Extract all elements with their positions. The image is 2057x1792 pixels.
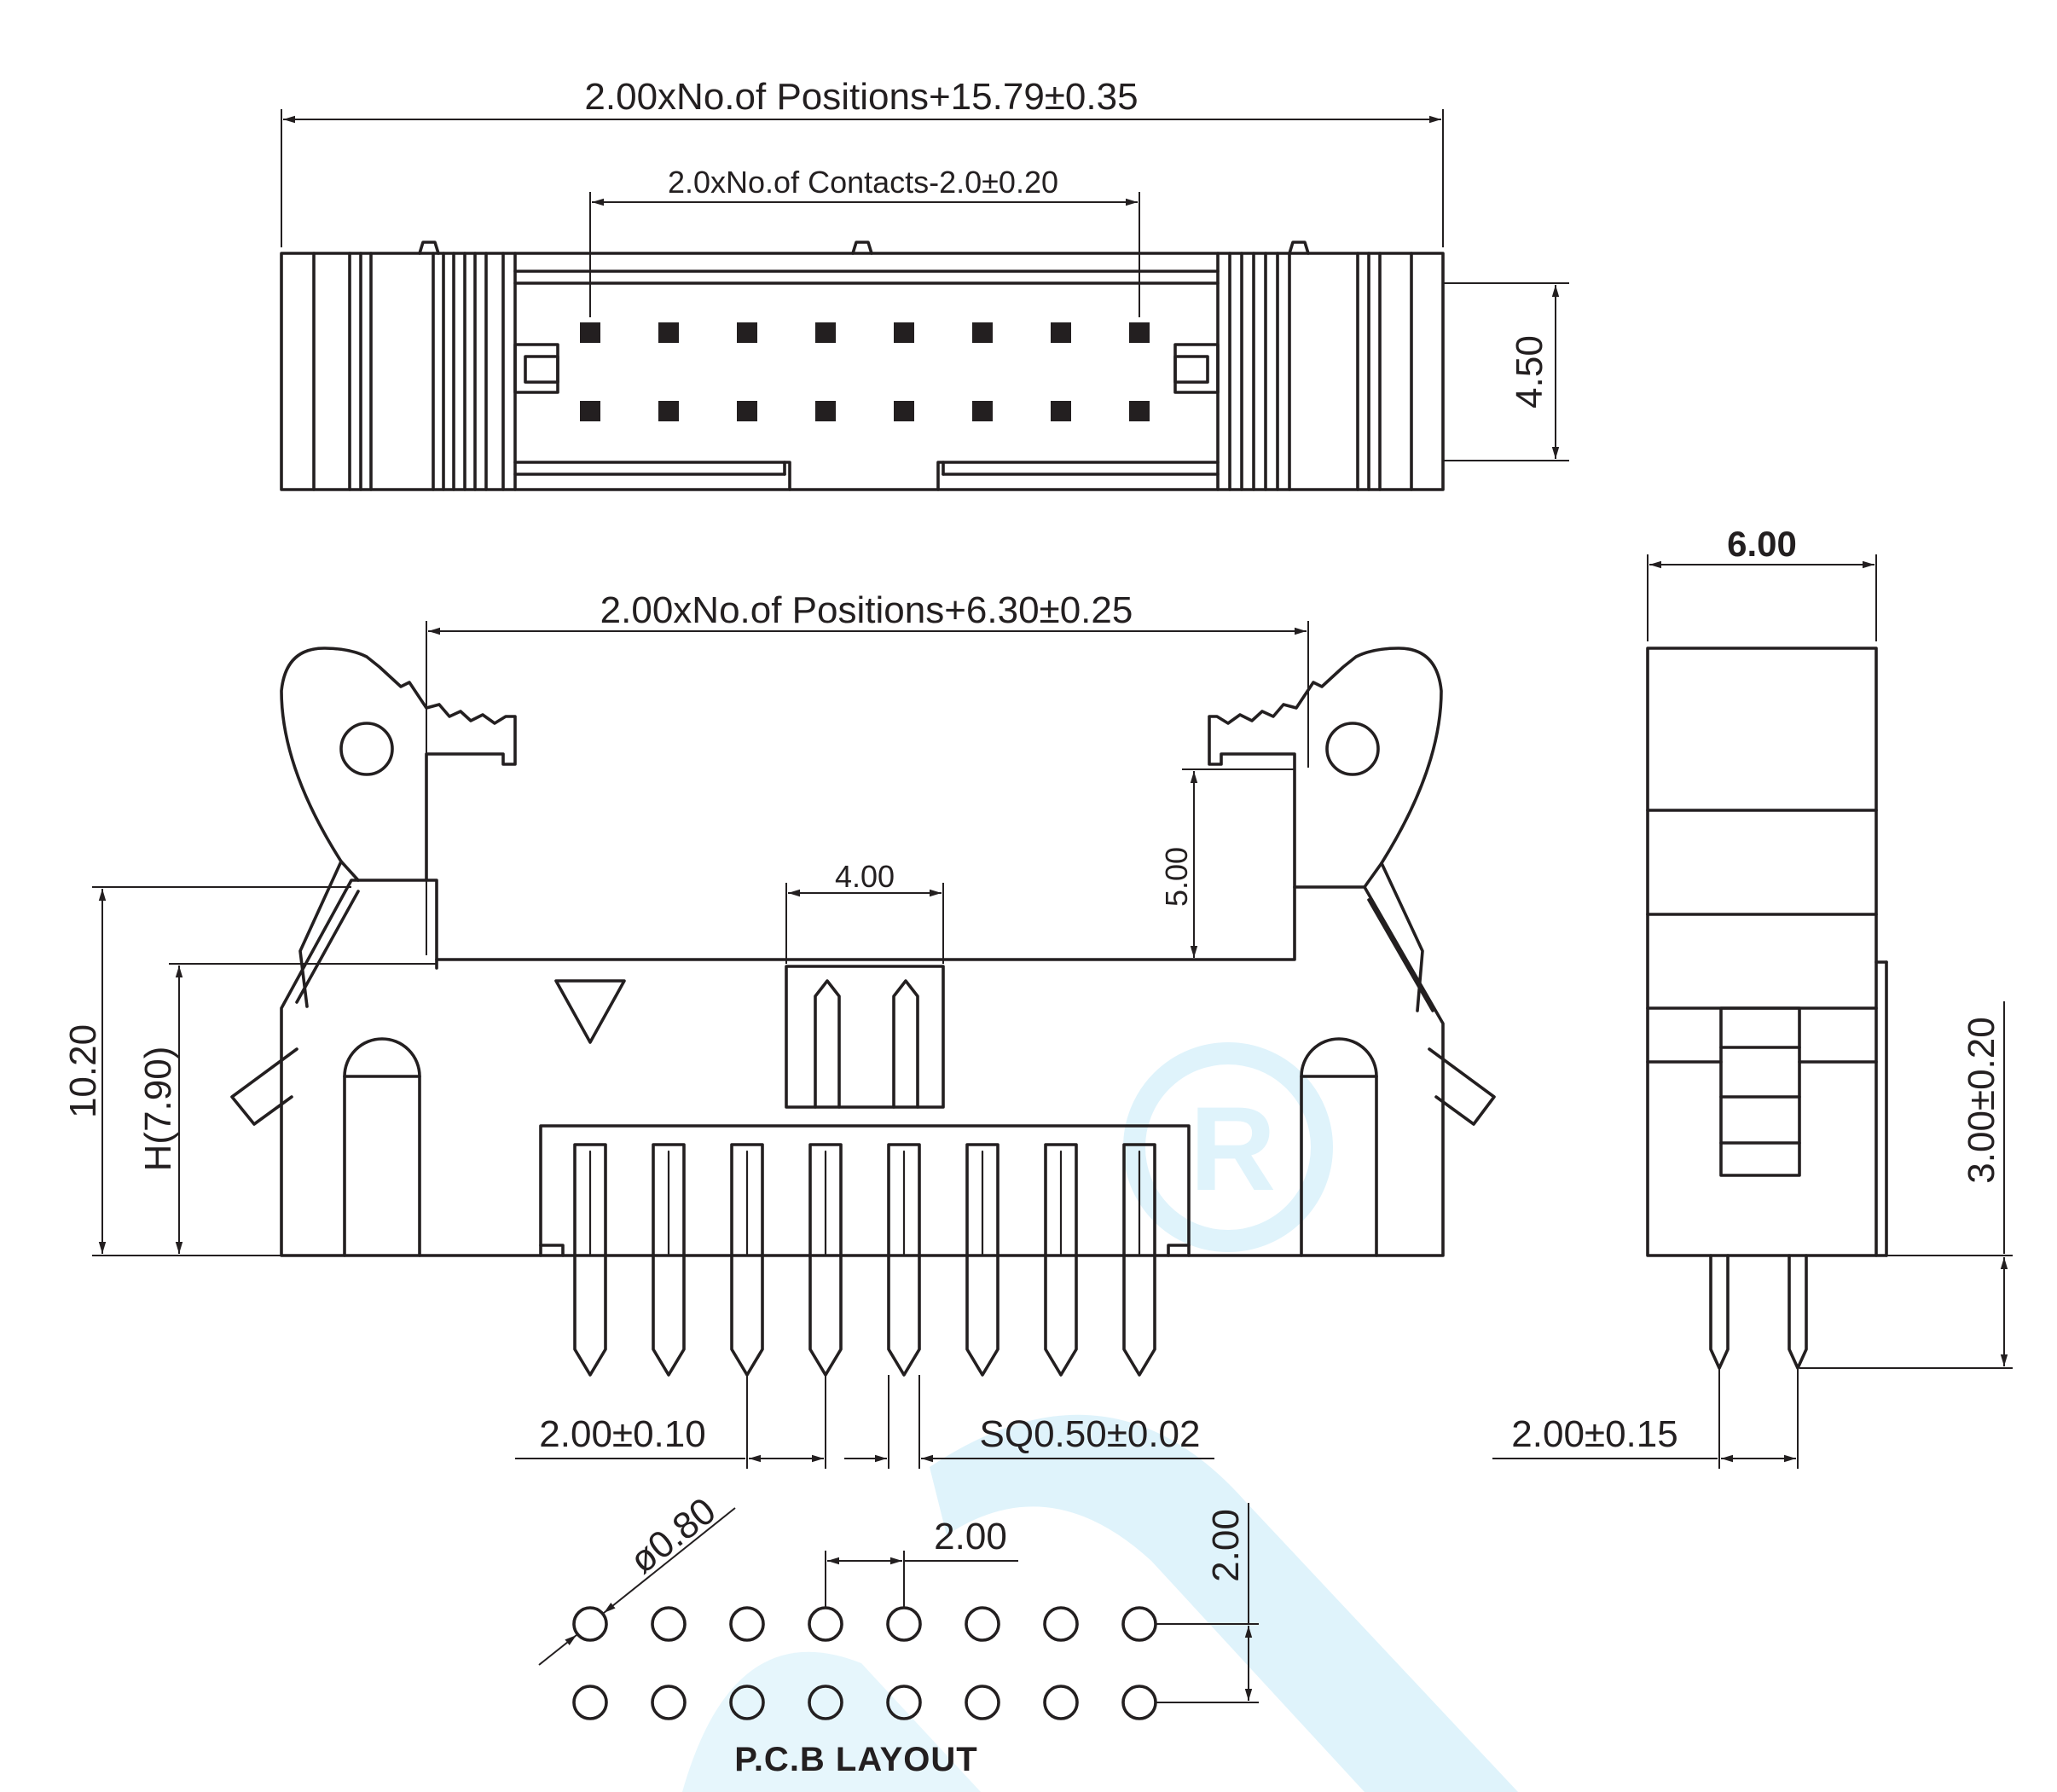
latch-height-label: 5.00 — [1159, 847, 1194, 907]
watermark-logo: R — [682, 1042, 1518, 1792]
row-pitch-label: 4.50 — [1509, 335, 1550, 409]
front-view: 2.00xNo.of Positions+6.30±0.25 5.00 4.00… — [62, 589, 1496, 1469]
total-height-label: 10.20 — [62, 1024, 104, 1118]
side-view: 6.00 3.00±0.20 2.00±0.15 — [1492, 524, 2013, 1469]
body-length-label: 2.00xNo.of Positions+6.30±0.25 — [600, 589, 1133, 631]
svg-text:R: R — [1190, 1082, 1276, 1215]
overall-length-label: 2.00xNo.of Positions+15.79±0.35 — [584, 76, 1138, 118]
pin-length-label: 3.00±0.20 — [1961, 1017, 2002, 1183]
pin-square-label: SQ0.50±0.02 — [980, 1413, 1201, 1455]
pcb-pitch-y-label: 2.00 — [1205, 1509, 1247, 1582]
pcb-pitch-x-label: 2.00 — [934, 1516, 1007, 1557]
hole-diameter-label: ø0.80 — [623, 1490, 724, 1582]
key-width-label: 4.00 — [835, 859, 895, 894]
front-pins — [573, 1143, 1156, 1377]
side-width-label: 6.00 — [1727, 524, 1797, 564]
contact-span-label: 2.0xNo.of Contacts-2.0±0.20 — [668, 165, 1058, 200]
pin-pitch-label: 2.00±0.10 — [539, 1413, 705, 1455]
pcb-layout-title: P.C.B LAYOUT — [734, 1741, 977, 1778]
side-pitch-label: 2.00±0.15 — [1511, 1413, 1677, 1455]
top-contacts — [580, 322, 1150, 421]
pcb-holes — [572, 1606, 1157, 1720]
body-height-label: H(7.90) — [137, 1047, 179, 1172]
top-view: 2.00xNo.of Positions+15.79±0.35 2.0xNo.o… — [280, 76, 1569, 491]
